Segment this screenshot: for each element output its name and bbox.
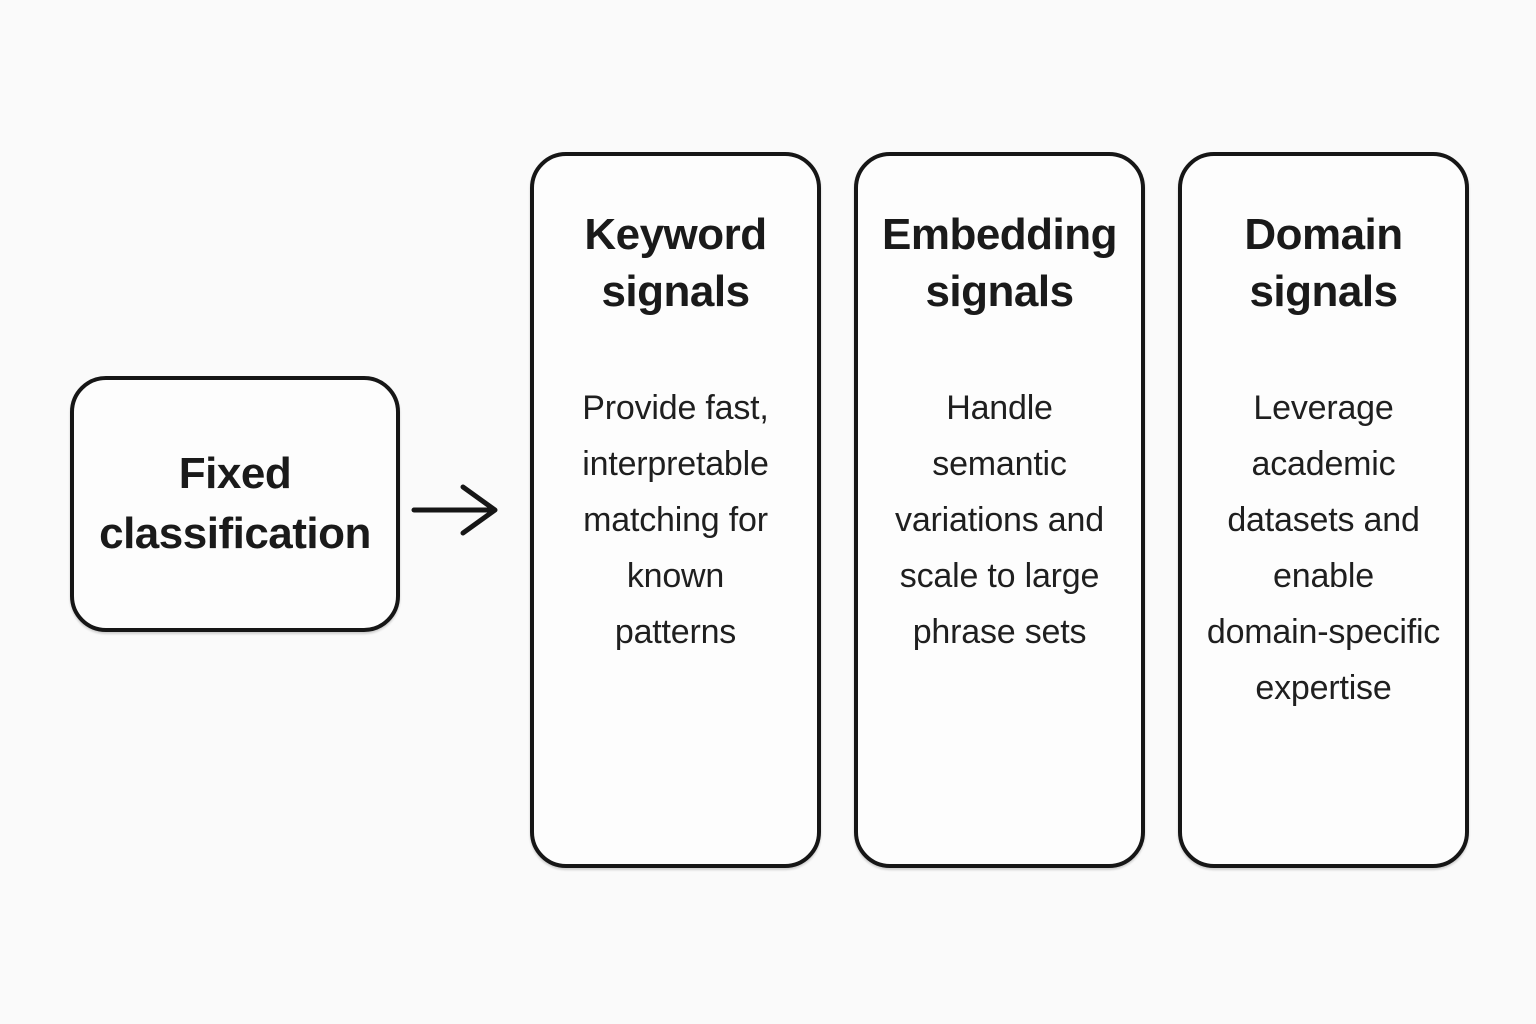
card-domain-signals-title: Domain signals: [1244, 210, 1403, 316]
signal-cards-row: Keyword signals Provide fast, interpreta…: [530, 152, 1469, 868]
node-fixed-classification: Fixed classification: [70, 376, 400, 632]
node-fixed-classification-label: Fixed classification: [99, 449, 371, 558]
card-keyword-signals-title: Keyword signals: [584, 210, 767, 316]
card-embedding-signals-title: Embedding signals: [881, 210, 1118, 316]
card-domain-signals-body: Leverage academic datasets and enable do…: [1206, 389, 1441, 707]
card-embedding-signals: Embedding signals Handle semantic variat…: [854, 152, 1145, 868]
card-embedding-signals-body: Handle semantic variations and scale to …: [895, 389, 1104, 651]
right-arrow-icon: [411, 484, 498, 536]
card-keyword-signals-body: Provide fast, interpretable matching for…: [582, 389, 769, 651]
card-keyword-signals: Keyword signals Provide fast, interpreta…: [530, 152, 821, 868]
card-domain-signals: Domain signals Leverage academic dataset…: [1178, 152, 1469, 868]
